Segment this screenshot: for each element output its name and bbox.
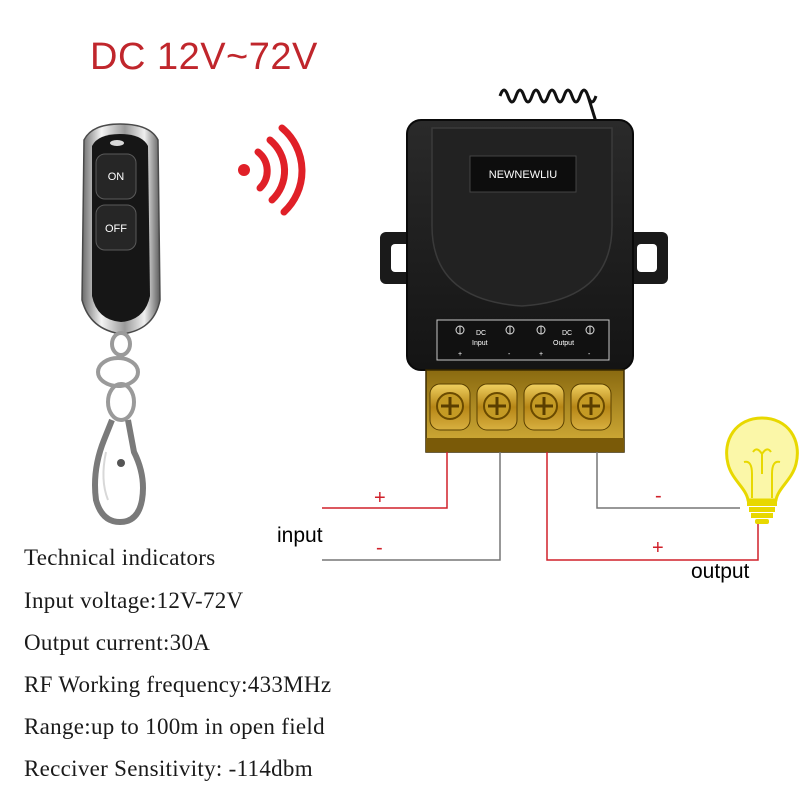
terminal-output-minus: - xyxy=(588,351,591,358)
remote-off-label: OFF xyxy=(105,223,127,235)
input-minus-sign: - xyxy=(376,537,383,559)
terminal-output-label: Output xyxy=(553,340,574,347)
screw-terminal-1 xyxy=(429,383,471,431)
output-negative-wire xyxy=(596,452,740,509)
screw-terminal-2 xyxy=(476,383,518,431)
terminal-input-prefix: DC xyxy=(476,330,486,337)
terminal-input-label: Input xyxy=(472,340,488,347)
input-positive-wire xyxy=(322,452,448,509)
spec-line-range: Range:up to 100m in open field xyxy=(24,714,325,739)
voltage-headline: DC 12V~72V xyxy=(90,36,318,78)
antenna xyxy=(498,88,598,123)
remote-on-label: ON xyxy=(108,171,125,183)
output-minus-sign: - xyxy=(655,485,662,507)
light-bulb-icon xyxy=(725,416,799,524)
input-plus-sign: + xyxy=(374,487,386,509)
remote-control: ON OFF xyxy=(81,123,161,526)
wireless-signal-icon xyxy=(238,124,306,216)
led-indicator xyxy=(110,140,124,146)
remote-off-button[interactable]: OFF xyxy=(95,204,137,251)
output-positive-wire xyxy=(546,452,759,561)
terminal-input-minus: - xyxy=(508,351,511,358)
terminal-output-plus: + xyxy=(539,351,543,358)
output-plus-sign: + xyxy=(652,537,664,559)
brand-label: NEWNEWLIU xyxy=(489,169,558,181)
spec-line-rf-frequency: RF Working frequency:433MHz xyxy=(24,672,332,697)
terminal-legend xyxy=(455,325,595,335)
remote-on-button[interactable]: ON xyxy=(95,153,137,200)
keyring xyxy=(92,331,146,526)
screw-terminal-3 xyxy=(523,383,565,431)
terminal-block xyxy=(425,369,625,453)
spec-line-input-voltage: Input voltage:12V-72V xyxy=(24,588,244,613)
input-negative-wire xyxy=(322,452,501,561)
output-wire-label: output xyxy=(691,560,750,583)
relay-receiver: NEWNEWLIU DC Input DC Output + - + - xyxy=(380,88,668,453)
screw-terminal-4 xyxy=(570,383,612,431)
spec-line-output-current: Output current:30A xyxy=(24,630,211,655)
terminal-input-plus: + xyxy=(458,351,462,358)
terminal-output-prefix: DC xyxy=(562,330,572,337)
wiring-diagram xyxy=(322,452,759,561)
input-wire-label: input xyxy=(277,524,323,547)
specs-title: Technical indicators xyxy=(24,545,216,570)
spec-line-sensitivity: Reccive​r Sensitivity: -114dbm xyxy=(24,756,313,781)
